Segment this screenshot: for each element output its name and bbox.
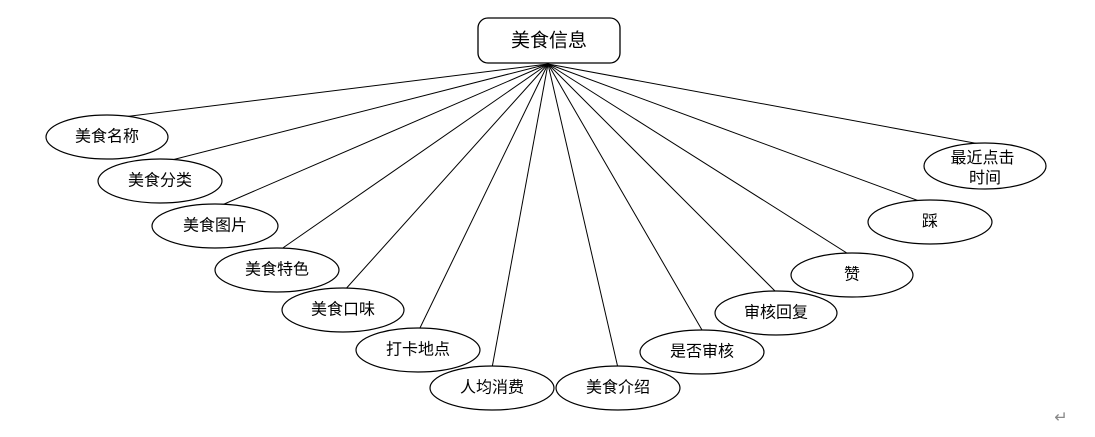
attribute-ellipse bbox=[151, 203, 279, 249]
connector-image bbox=[214, 63, 549, 209]
attribute-label: 是否审核 bbox=[670, 342, 734, 361]
attribute-label: 美食名称 bbox=[75, 127, 139, 146]
attribute-intro[interactable]: 美食介绍 bbox=[555, 365, 681, 411]
attribute-label: 踩 bbox=[922, 212, 938, 231]
attribute-review-reply[interactable]: 审核回复 bbox=[714, 290, 838, 336]
attribute-ellipse bbox=[790, 252, 914, 298]
attribute-ellipse bbox=[923, 142, 1047, 190]
root-entity[interactable]: 美食信息 bbox=[477, 17, 621, 64]
attribute-ellipse bbox=[45, 114, 169, 160]
root-entity-label: 美食信息 bbox=[511, 30, 587, 52]
attribute-label: 美食特色 bbox=[245, 260, 309, 279]
attribute-name[interactable]: 美食名称 bbox=[45, 114, 169, 160]
attribute-ellipse bbox=[639, 329, 765, 375]
attribute-ellipse bbox=[555, 365, 681, 411]
attribute-last-click-time[interactable]: 最近点击 时间 bbox=[923, 142, 1047, 190]
attribute-label: 美食图片 bbox=[183, 216, 247, 235]
connector-is-reviewed bbox=[547, 63, 703, 331]
attribute-dislike[interactable]: 踩 bbox=[867, 199, 993, 245]
attribute-label-line-2: 时间 bbox=[969, 168, 1001, 187]
attribute-ellipse bbox=[714, 290, 838, 336]
attribute-label: 人均消费 bbox=[460, 378, 524, 397]
attribute-like[interactable]: 赞 bbox=[790, 252, 914, 298]
attribute-taste[interactable]: 美食口味 bbox=[281, 287, 405, 333]
attribute-label: 审核回复 bbox=[744, 303, 808, 322]
attribute-label: 美食介绍 bbox=[586, 378, 650, 397]
attribute-category[interactable]: 美食分类 bbox=[97, 158, 223, 204]
connector-last-click-time bbox=[547, 63, 986, 146]
connector-location bbox=[417, 63, 549, 333]
attribute-label: 赞 bbox=[844, 265, 860, 284]
attribute-location[interactable]: 打卡地点 bbox=[355, 327, 481, 373]
attribute-avg-cost[interactable]: 人均消费 bbox=[429, 365, 555, 411]
connectors bbox=[106, 63, 986, 369]
paragraph-mark-icon: ↵ bbox=[1054, 408, 1067, 427]
attribute-feature[interactable]: 美食特色 bbox=[214, 247, 340, 293]
attribute-ellipse bbox=[355, 327, 481, 373]
connector-avg-cost bbox=[491, 63, 549, 369]
attribute-label: 打卡地点 bbox=[386, 340, 450, 359]
connector-intro bbox=[547, 63, 619, 369]
attribute-label-line-1: 最近点击 bbox=[950, 148, 1014, 167]
attribute-label: 美食口味 bbox=[311, 300, 375, 319]
connector-name bbox=[106, 63, 549, 120]
attribute-ellipse bbox=[214, 247, 340, 293]
connector-feature bbox=[276, 63, 549, 253]
attribute-ellipse bbox=[97, 158, 223, 204]
attribute-is-reviewed[interactable]: 是否审核 bbox=[639, 329, 765, 375]
attribute-label: 美食分类 bbox=[128, 171, 192, 190]
attribute-image[interactable]: 美食图片 bbox=[151, 203, 279, 249]
attribute-label: 最近点击 时间 bbox=[950, 148, 1019, 187]
connector-like bbox=[547, 63, 851, 256]
attribute-ellipse bbox=[867, 199, 993, 245]
attribute-ellipse bbox=[281, 287, 405, 333]
connector-taste bbox=[342, 63, 549, 293]
connector-dislike bbox=[547, 63, 931, 206]
connector-review-reply bbox=[547, 63, 777, 293]
connector-category bbox=[159, 63, 549, 164]
attribute-ellipse bbox=[429, 365, 555, 411]
root-entity-box bbox=[477, 17, 621, 64]
